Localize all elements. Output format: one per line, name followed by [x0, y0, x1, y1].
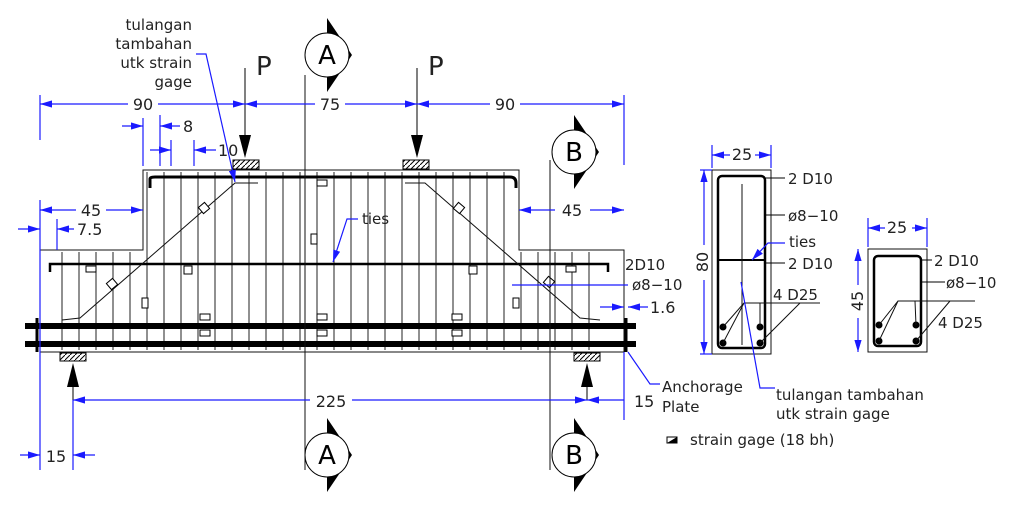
dim-mid-span: 75	[320, 95, 340, 114]
legend: strain gage (18 bh)	[666, 431, 834, 449]
cross-section-a	[700, 145, 820, 389]
dim-cover-1-6: 1.6	[650, 298, 675, 317]
dim-tie-10: 10	[218, 141, 238, 160]
section-marker-a-bottom: A	[304, 418, 352, 492]
load-arrow-right	[411, 68, 423, 158]
dim-left-15: 15	[46, 447, 66, 466]
top-rebar	[148, 175, 518, 188]
note-additional-bar: tulangan tambahan utk strain gage	[115, 16, 192, 91]
label-top-bar: 2D10	[625, 256, 665, 274]
svg-text:A: A	[318, 41, 336, 71]
load-plate-right	[402, 159, 430, 170]
section-b-width: 25	[887, 218, 907, 237]
dim-total-225: 225	[316, 392, 347, 411]
section-b-bottom-bar: 4 D25	[938, 314, 983, 332]
section-b-top-bar: 2 D10	[934, 252, 979, 270]
strain-gages	[85, 179, 577, 337]
support-arrow-right	[581, 363, 593, 400]
dim-left-span: 90	[133, 95, 153, 114]
section-marker-b-bottom: B	[551, 418, 599, 492]
section-a-top-bar: 2 D10	[788, 170, 833, 188]
svg-text:tambahan: tambahan	[115, 35, 192, 53]
section-a-note-2: utk strain gage	[776, 405, 890, 423]
section-a-stirrup: ø8−10	[788, 207, 838, 225]
section-a-mid-bar: 2 D10	[788, 255, 833, 273]
middle-rebar	[48, 262, 610, 272]
label-anchorage-2: Plate	[662, 398, 700, 416]
svg-text:utk strain: utk strain	[120, 54, 192, 72]
section-a-note-1: tulangan tambahan	[776, 386, 924, 404]
load-label-right: P	[428, 52, 444, 82]
bent-bar-left	[61, 182, 258, 321]
section-a-ties: ties	[789, 233, 816, 251]
svg-text:B: B	[565, 441, 583, 471]
support-plate-right	[573, 352, 601, 362]
dim-left-45: 45	[81, 201, 101, 220]
label-stirrup: ø8−10	[632, 276, 682, 294]
section-marker-a-top: A	[304, 18, 352, 92]
dim-right-span: 90	[495, 95, 515, 114]
section-a-height: 80	[693, 252, 712, 272]
load-arrow-left	[239, 68, 251, 158]
load-plate-left	[232, 159, 260, 170]
legend-label: strain gage (18 bh)	[690, 431, 834, 449]
section-a-width: 25	[732, 145, 752, 164]
svg-text:A: A	[318, 441, 336, 471]
svg-text:B: B	[565, 138, 583, 168]
section-a-bottom-bar: 4 D25	[773, 286, 818, 304]
svg-text:gage: gage	[155, 73, 192, 91]
label-anchorage-1: Anchorage	[662, 378, 743, 396]
label-ties: ties	[362, 210, 389, 228]
dim-right-15: 15	[634, 392, 654, 411]
support-arrow-left	[67, 363, 79, 400]
section-marker-b-top: B	[551, 115, 599, 189]
cross-section-b	[854, 218, 975, 353]
dim-left-7-5: 7.5	[77, 220, 102, 239]
svg-text:tulangan: tulangan	[126, 16, 192, 34]
bent-bar-right	[405, 182, 601, 321]
dim-right-45: 45	[562, 201, 582, 220]
section-b-height: 45	[848, 291, 867, 311]
dim-tie-8: 8	[183, 117, 193, 136]
section-b-stirrup: ø8−10	[946, 274, 996, 292]
load-label-left: P	[256, 52, 272, 82]
beam-outline	[39, 169, 625, 353]
dimensions	[18, 95, 648, 470]
support-plate-left	[59, 352, 87, 362]
